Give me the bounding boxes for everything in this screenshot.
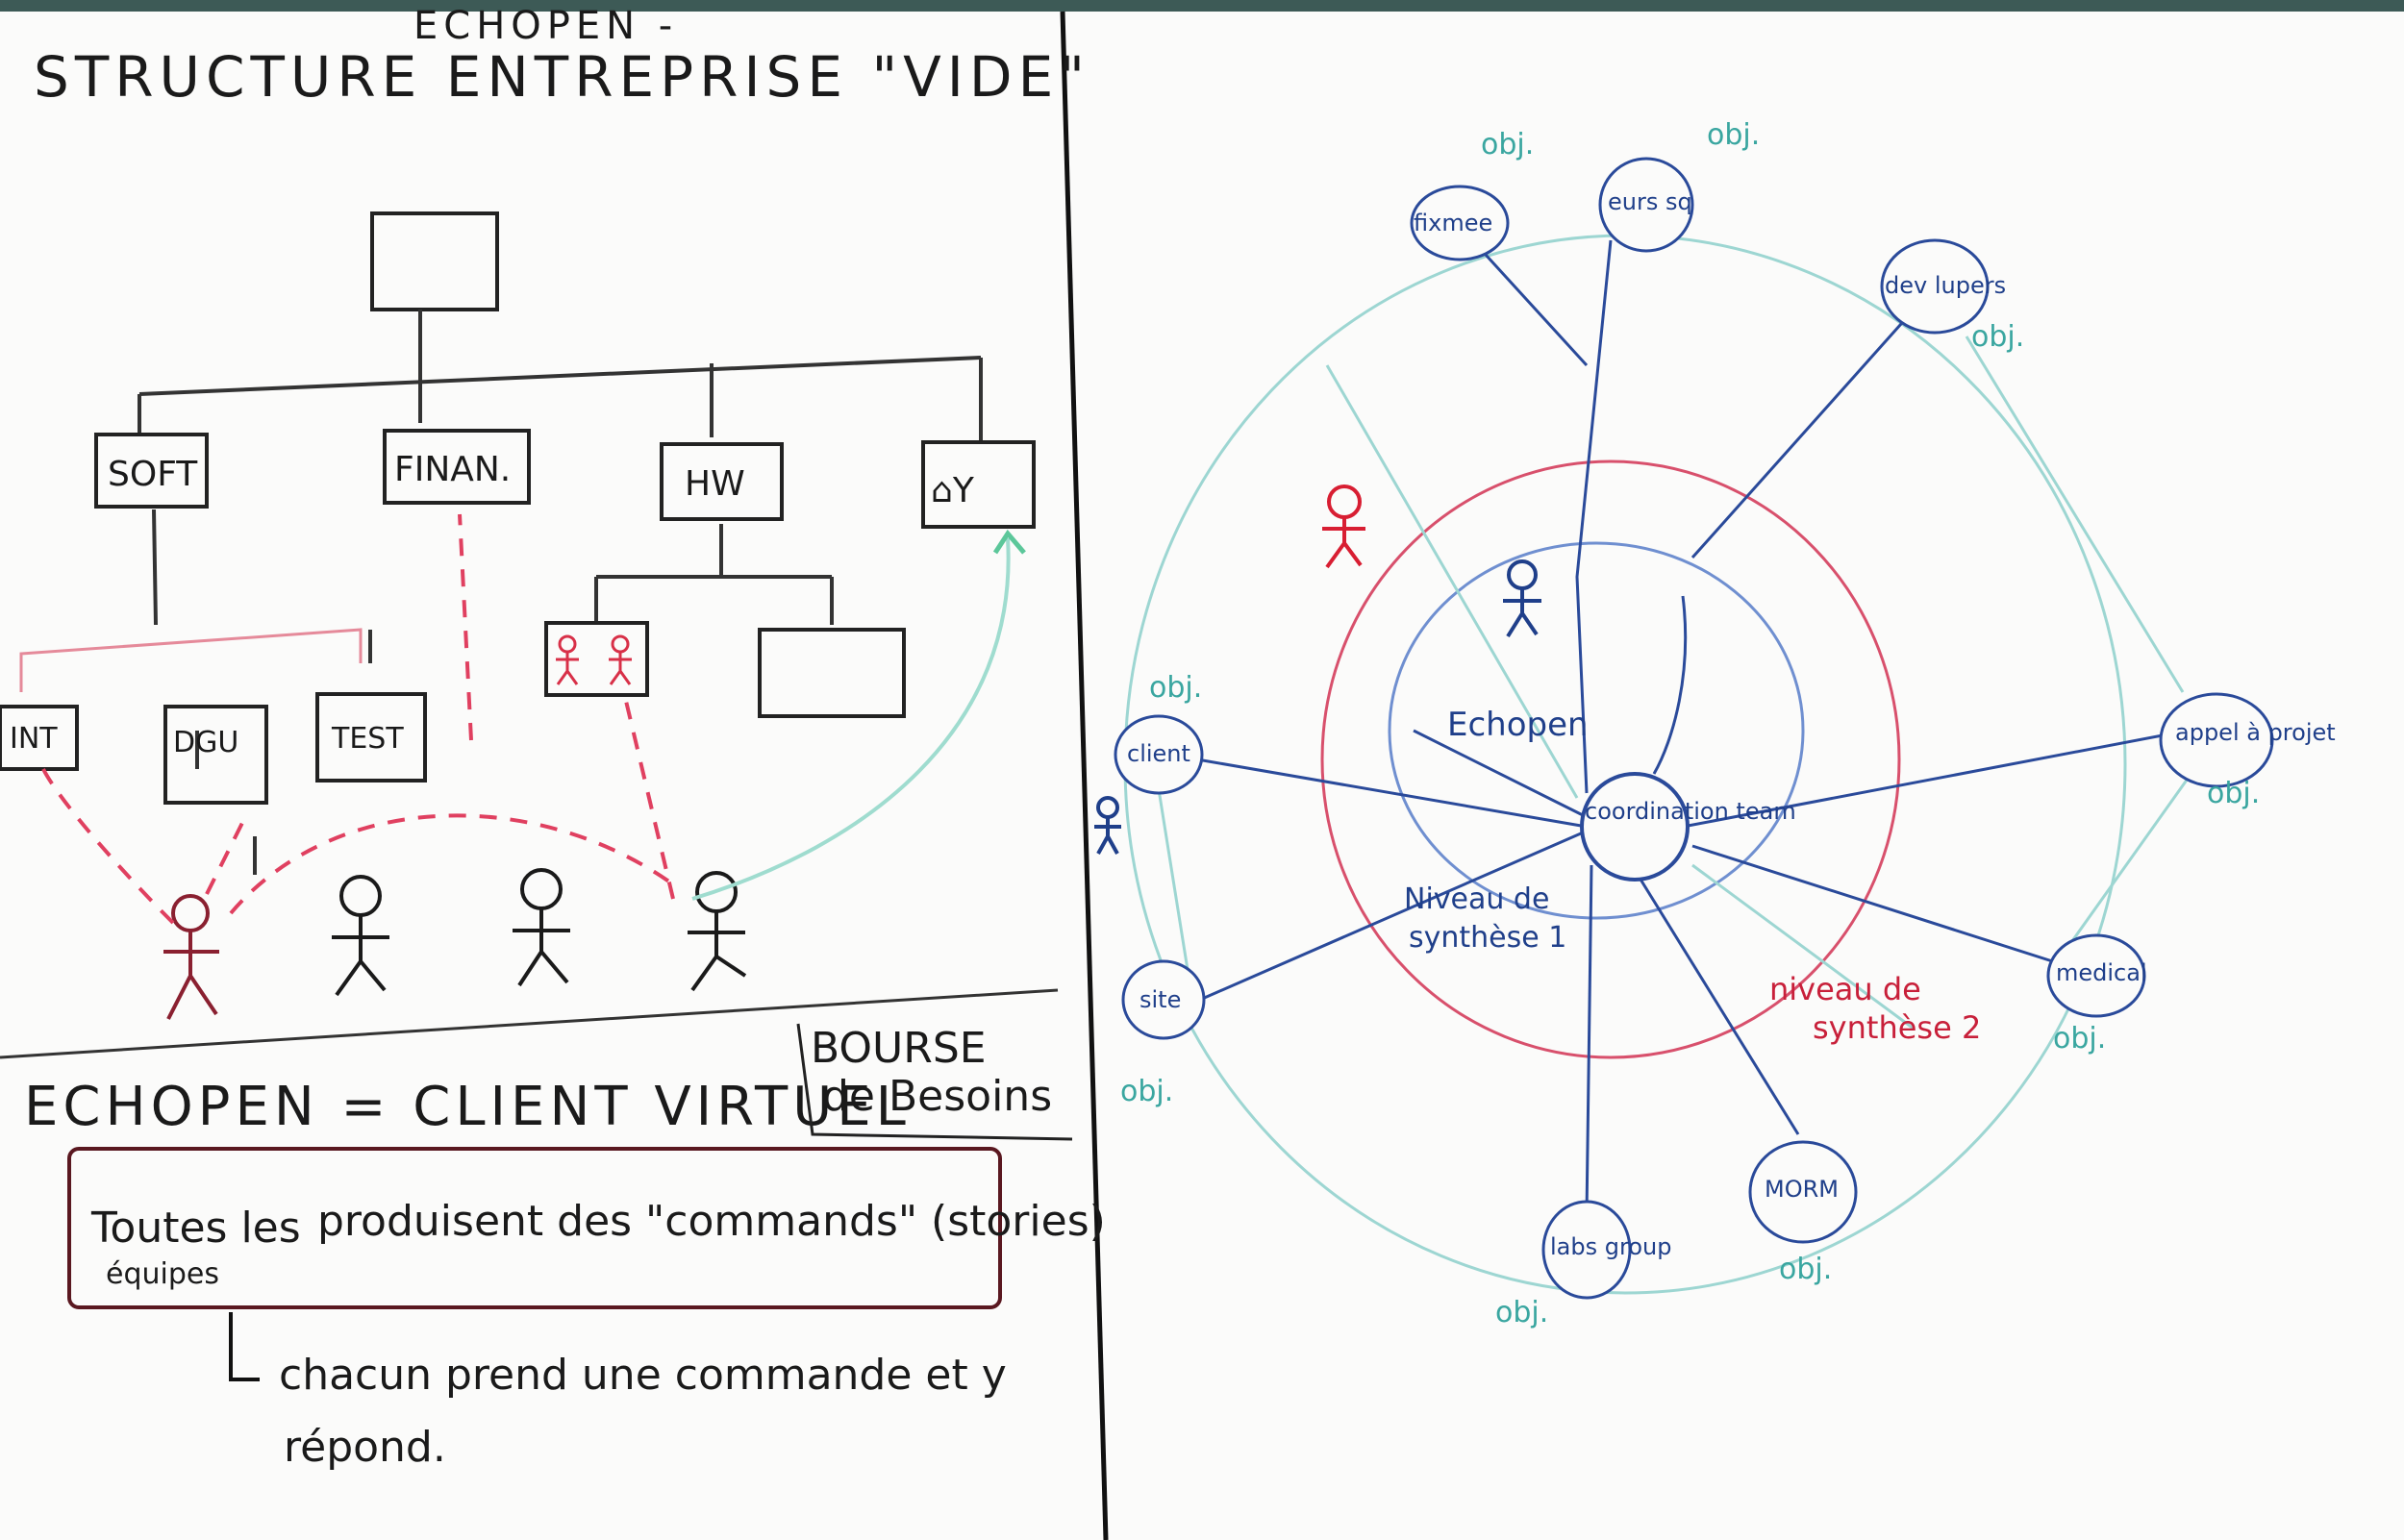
red-dashed-arrows (41, 513, 675, 925)
blue-person-icon (1094, 559, 1541, 855)
left-panel: ECHOPEN - STRUCTURE ENTREPRISE "VIDE" SO… (0, 4, 1106, 1472)
org-tree-lines (138, 310, 983, 875)
hw-team-people-icon (556, 634, 632, 685)
dept-box-hw (660, 442, 784, 521)
section-separator (0, 988, 1059, 1059)
team-box-int (0, 705, 79, 771)
panel-divider (1060, 11, 1109, 1540)
dept-box-finan (383, 429, 531, 505)
outer-nodes (1114, 157, 2274, 1300)
outer-node-labels: fixmee eurs sq dev lupers appel à projet… (1127, 188, 2336, 1260)
obj-label-9: obj. (1149, 671, 1202, 705)
team-label-int: INT (10, 722, 58, 756)
response-bracket (229, 1312, 260, 1381)
obj-label-8: obj. (1120, 1075, 1173, 1108)
node-label-labs-group: labs group (1550, 1233, 1671, 1260)
response-line-1: chacun prend une commande et y (279, 1351, 1007, 1400)
node-site (1121, 959, 1206, 1040)
level-2-line-1: niveau de (1769, 971, 1921, 1007)
echopen-label: Echopen (1447, 706, 1589, 744)
level-1-line-2: synthèse 1 (1409, 921, 1566, 955)
stick-figures-black (332, 868, 747, 997)
org-root-box (370, 211, 499, 311)
node-label-dev-lupers: dev lupers (1885, 272, 2006, 299)
outer-ring (1123, 234, 2127, 1295)
team-box-empty (758, 628, 906, 718)
bourse-line-1: BOURSE (811, 1024, 987, 1073)
red-ring (1320, 460, 1901, 1059)
bourse-line-2: de Besoins (822, 1072, 1052, 1121)
dept-label-hw: HW (685, 464, 745, 504)
dept-drink-icon: ⌂Y (931, 471, 975, 510)
team-box-hw-people (544, 621, 649, 697)
spokes (1177, 239, 2189, 1217)
right-panel: coordination team Echopen fixmee eurs sq… (1094, 118, 2336, 1329)
bourse-bracket (796, 1023, 1073, 1141)
obj-label-7: obj. (1495, 1296, 1548, 1329)
team-box-dgu (163, 705, 268, 805)
blue-ring (1388, 541, 1805, 920)
node-eurs (1598, 157, 1694, 253)
node-label-site: site (1139, 986, 1181, 1013)
team-label-test: TEST (331, 722, 404, 756)
node-label-client: client (1127, 740, 1190, 767)
commands-line-3: équipes (106, 1257, 219, 1291)
level-1-label: Niveau de synthèse 1 (1404, 882, 1566, 955)
node-fixmee (1410, 185, 1510, 261)
node-appel-projet (2159, 692, 2274, 788)
level-2-label: niveau de synthèse 2 (1769, 971, 1981, 1046)
commands-line-2: produisent des "commands" (stories) (317, 1197, 1106, 1246)
obj-label-5: obj. (2053, 1022, 2106, 1056)
node-label-eurs: eurs sq (1608, 188, 1692, 215)
stick-figure-red (163, 894, 219, 1020)
dept-box-soft (94, 433, 209, 509)
team-bracket (19, 628, 363, 692)
node-label-appel-projet: appel à projet (2175, 719, 2336, 746)
node-label-morm: MORM (1765, 1176, 1839, 1203)
obj-label-2: obj. (1707, 118, 1760, 152)
page-title: STRUCTURE ENTREPRISE "VIDE" (34, 44, 1090, 110)
teal-arrow (691, 537, 1011, 901)
commands-line-1: Toutes les (90, 1204, 301, 1253)
header-small: ECHOPEN - (413, 4, 678, 48)
level-1-line-1: Niveau de (1404, 882, 1549, 916)
commands-box (67, 1147, 1002, 1309)
echopen-equation: ECHOPEN = CLIENT VIRTUEL (24, 1076, 911, 1138)
dept-box-drinks (921, 440, 1036, 529)
node-label-medical: medical (2056, 959, 2147, 986)
team-label-dgu: DGU (173, 726, 238, 759)
dept-label-soft: SOFT (108, 455, 198, 494)
teal-spokes (1152, 335, 2190, 1031)
obj-labels: obj. obj. obj. obj. obj. obj. obj. obj. … (1120, 118, 2260, 1329)
node-label-fixmee: fixmee (1414, 210, 1492, 236)
center-node-label: coordination team (1585, 798, 1796, 825)
node-morm (1748, 1140, 1858, 1244)
board-top-edge (0, 0, 2404, 12)
team-box-test (315, 692, 427, 782)
obj-label-4: obj. (2207, 777, 2260, 810)
obj-label-1: obj. (1481, 128, 1534, 161)
red-person-icon (1322, 484, 1365, 569)
teal-arrowhead (992, 529, 1026, 555)
response-line-2: répond. (284, 1423, 446, 1472)
obj-label-6: obj. (1779, 1253, 1832, 1286)
level-2-line-2: synthèse 2 (1813, 1009, 1981, 1046)
node-labs-group (1541, 1200, 1632, 1300)
node-medical (2046, 933, 2146, 1018)
node-dev-lupers (1880, 238, 1990, 335)
node-client (1114, 714, 1204, 795)
obj-label-3: obj. (1971, 320, 2024, 354)
center-node (1580, 772, 1690, 882)
dept-label-finan: FINAN. (394, 450, 511, 489)
